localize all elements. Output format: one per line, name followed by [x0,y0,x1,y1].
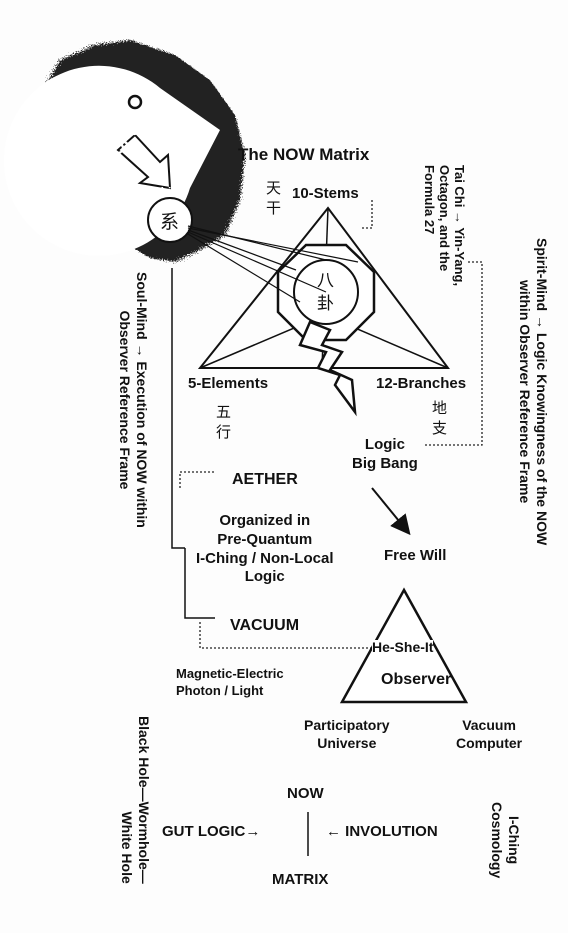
matrix-label: MATRIX [272,871,329,888]
organized-text: Organized in Pre-Quantum I-Ching / Non-L… [196,512,334,586]
logic-big-bang-label: Logic Big Bang [352,436,418,472]
gut-logic-label: GUT LOGIC→ [162,823,261,840]
magnetic-electric-label: Magnetic-Electric Photon / Light [176,666,284,698]
participatory-label: Participatory Universe [304,717,390,752]
involution-label: ← INVOLUTION [326,823,438,840]
free-will-label: Free Will [384,547,447,564]
chi-label: Chi Xi [152,185,187,199]
aether-vacuum-bracket [171,268,215,619]
lightning-bolt-icon [298,320,357,417]
chi-rays [187,225,359,303]
now-label: NOW [287,785,324,802]
iching-cosmology-vertical-text: I-Ching Cosmology [489,802,522,879]
tian-gan-chars: 天 干 [266,179,282,218]
stems-label: 10-Stems [292,185,359,202]
wu-xing-chars: 五 行 [216,403,232,442]
branches-label: 12-Branches [376,375,467,392]
free-will-arrow [371,487,411,536]
pacman-eye-icon [127,94,143,110]
vacuum-computer-label: Vacuum Computer [456,717,523,752]
di-zhi-chars: 地 支 [432,399,448,438]
black-hole-vertical-text: Black Hole—Wormhole— White Hole [119,716,152,884]
observer-label: Observer [381,671,452,688]
chi-glyph: 系 [160,211,180,233]
he-she-it-label: He-She-It [372,639,434,655]
aether-label: AETHER [232,471,298,488]
tai-chi-vertical-text: Tai Chi → Yin-Yang, Octagon, and the For… [422,165,467,287]
vacuum-label: VACUUM [230,617,300,634]
now-matrix-title: The NOW Matrix [238,145,370,164]
elements-label: 5-Elements [188,375,269,392]
dotted-connectors [179,200,483,649]
down-arrow-icon [116,133,172,190]
spirit-mind-vertical-text: Spirit-Mind → Logic Knowingness of the N… [517,238,550,546]
soul-mind-vertical-text: Soul-Mind → Execution of NOW within Obse… [117,272,150,528]
chi-circle [147,197,193,243]
bagua-chars: 八 卦 [317,271,334,314]
